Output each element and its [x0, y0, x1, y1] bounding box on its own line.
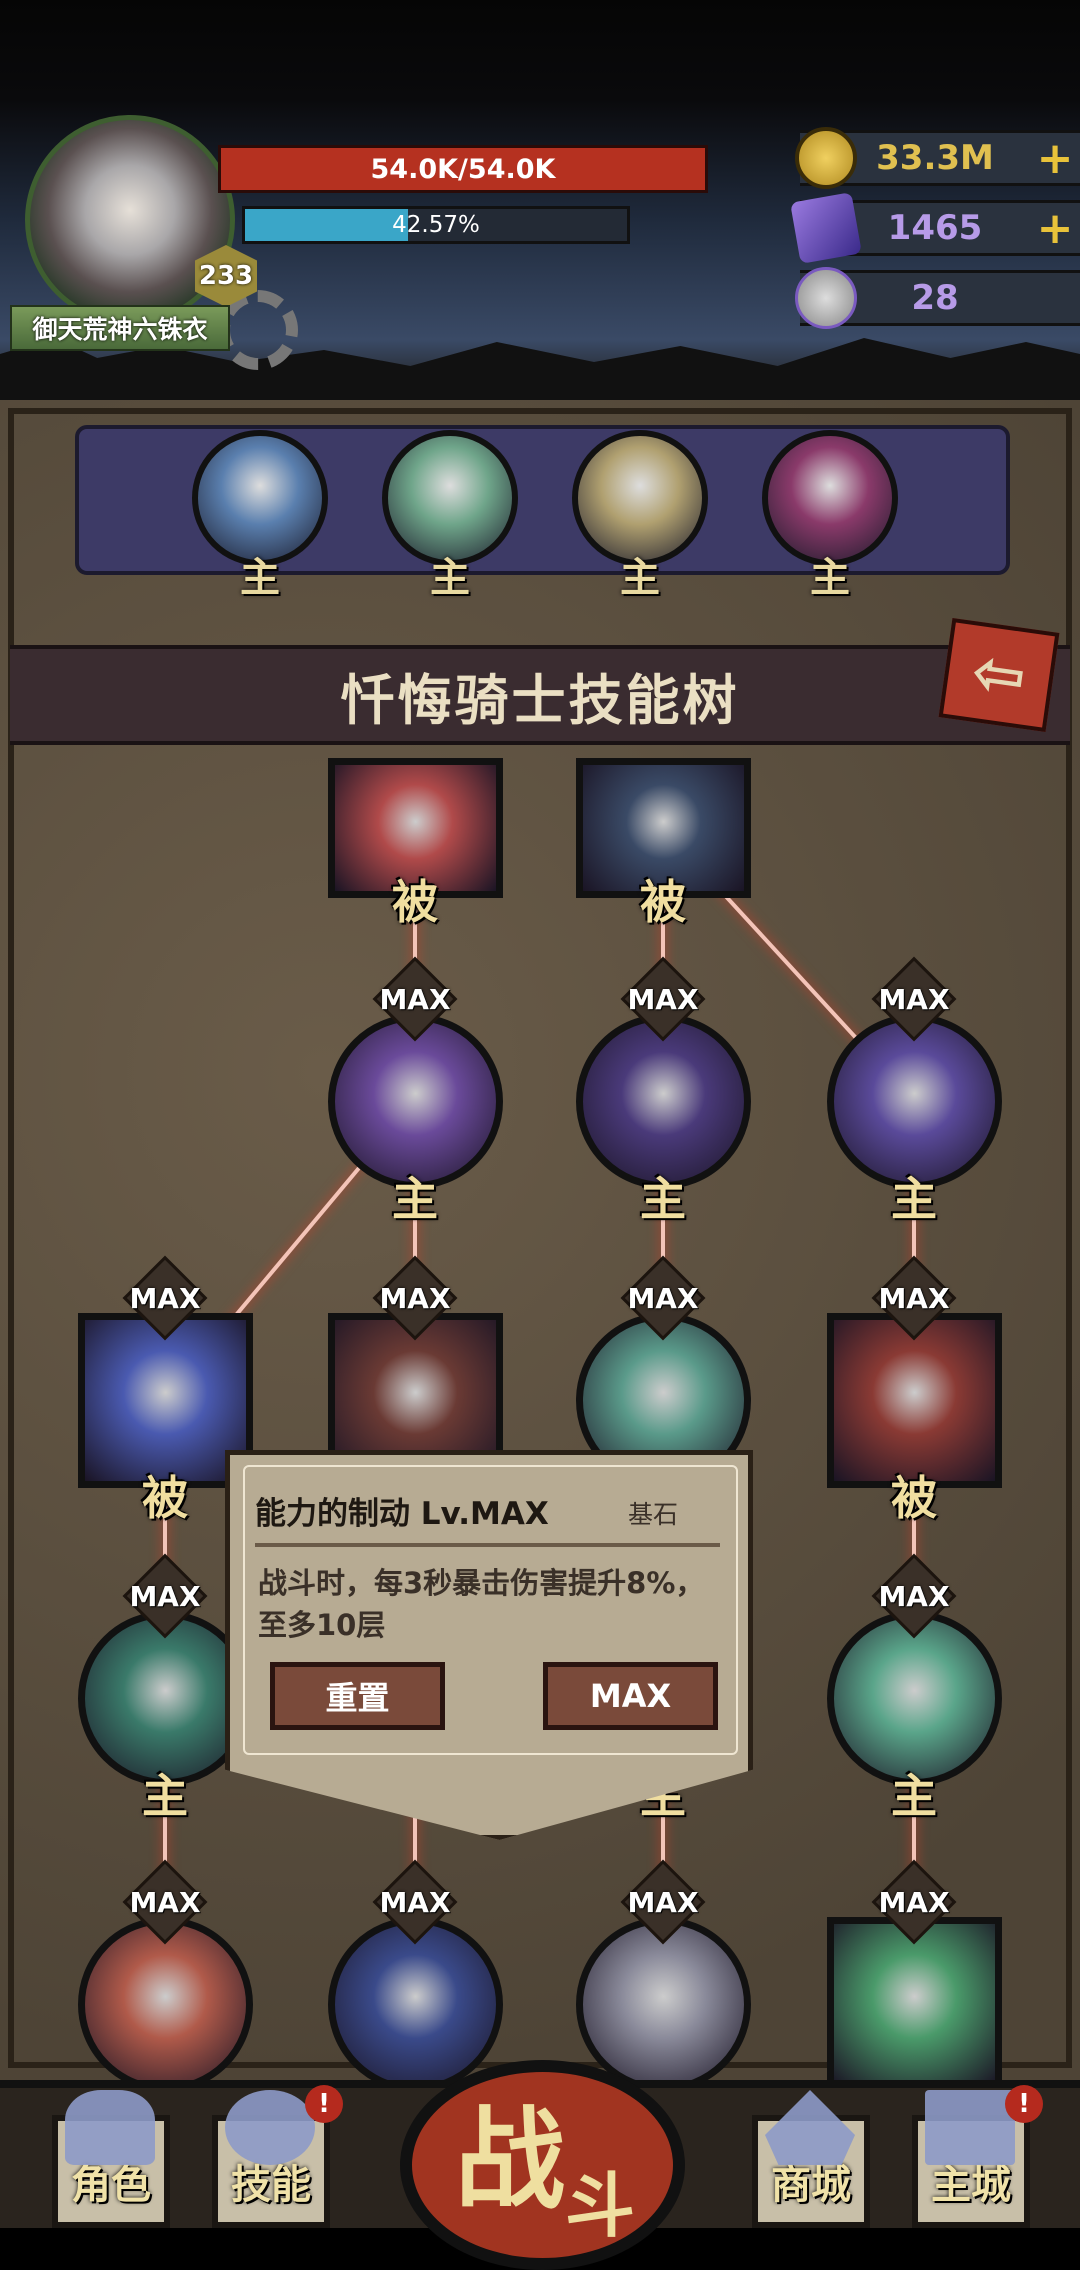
crystal-counter: 1465 +: [800, 200, 1080, 256]
title-bar: 忏悔骑士技能树: [10, 645, 1070, 745]
skill-type-label: 主: [640, 1172, 686, 1226]
gold-value: 33.3M: [876, 138, 994, 178]
class-tab-1[interactable]: [382, 430, 518, 566]
class-tab-label: 主: [240, 555, 280, 601]
skill-max-badge: MAX: [627, 983, 699, 1016]
skull-value: 28: [911, 278, 959, 318]
skills-alert-badge: !: [305, 2085, 343, 2123]
skill-node[interactable]: [576, 1014, 751, 1189]
skill-max-badge: MAX: [627, 1886, 699, 1919]
skill-max-badge: MAX: [627, 1282, 699, 1315]
swirl-icon: [225, 2090, 315, 2165]
skill-max-badge: MAX: [379, 1282, 451, 1315]
tooltip-type: 基石: [628, 1500, 679, 1529]
tooltip-inner-border: [243, 1465, 738, 1755]
skill-node[interactable]: [827, 1014, 1002, 1189]
skill-node[interactable]: [328, 758, 503, 898]
skill-max-badge: MAX: [878, 1282, 950, 1315]
skill-max-badge: MAX: [129, 1282, 201, 1315]
tooltip-description: 战斗时，每3秒暴击伤害提升8%，至多10层: [258, 1566, 705, 1642]
tooltip-divider: [255, 1543, 720, 1547]
reset-button[interactable]: 重置: [270, 1662, 445, 1730]
class-tab-2[interactable]: [572, 430, 708, 566]
xp-text: 42.57%: [392, 212, 480, 238]
player-level-badge: 233: [195, 245, 257, 307]
skill-type-label: 被: [891, 1471, 937, 1525]
skill-type-label: 被: [640, 875, 686, 929]
hp-bar: 54.0K/54.0K: [218, 145, 708, 193]
xp-bar-fill: [245, 209, 408, 241]
skill-type-label: 被: [142, 1471, 188, 1525]
tooltip-title: 能力的制动 Lv.MAX: [255, 1496, 549, 1532]
fight-label-1: 战: [455, 2096, 565, 2224]
skill-type-label: 被: [392, 875, 438, 929]
skill-type-label: 主: [891, 1769, 937, 1823]
castle-icon: [925, 2090, 1015, 2165]
skill-type-label: 主: [142, 1769, 188, 1823]
class-tab-0[interactable]: [192, 430, 328, 566]
skill-type-label: 主: [392, 1172, 438, 1226]
class-tab-label: 主: [620, 555, 660, 601]
gold-coin-icon: [795, 127, 857, 189]
max-button[interactable]: MAX: [543, 1662, 718, 1730]
xp-bar: 42.57%: [242, 206, 630, 244]
class-tab-label: 主: [810, 555, 850, 601]
add-crystal-button[interactable]: +: [1036, 202, 1074, 254]
crystal-value: 1465: [887, 208, 983, 248]
player-name: 御天荒神六铢衣: [10, 305, 230, 351]
skill-max-badge: MAX: [878, 1580, 950, 1613]
skill-max-badge: MAX: [129, 1886, 201, 1919]
add-gold-button[interactable]: +: [1036, 132, 1074, 184]
class-tab-label: 主: [430, 555, 470, 601]
ram-skull-icon: [795, 267, 857, 329]
helmet-icon: [65, 2090, 155, 2165]
fight-label-2: 斗: [565, 2165, 635, 2247]
skill-max-badge: MAX: [878, 983, 950, 1016]
main-city-alert-badge: !: [1005, 2085, 1043, 2123]
skill-type-label: 主: [891, 1172, 937, 1226]
page-title: 忏悔骑士技能树: [340, 668, 740, 732]
class-tab-3[interactable]: [762, 430, 898, 566]
skill-max-badge: MAX: [379, 1886, 451, 1919]
skill-max-badge: MAX: [129, 1580, 201, 1613]
skill-node[interactable]: [576, 758, 751, 898]
skill-max-badge: MAX: [379, 983, 451, 1016]
skill-max-badge: MAX: [878, 1886, 950, 1919]
